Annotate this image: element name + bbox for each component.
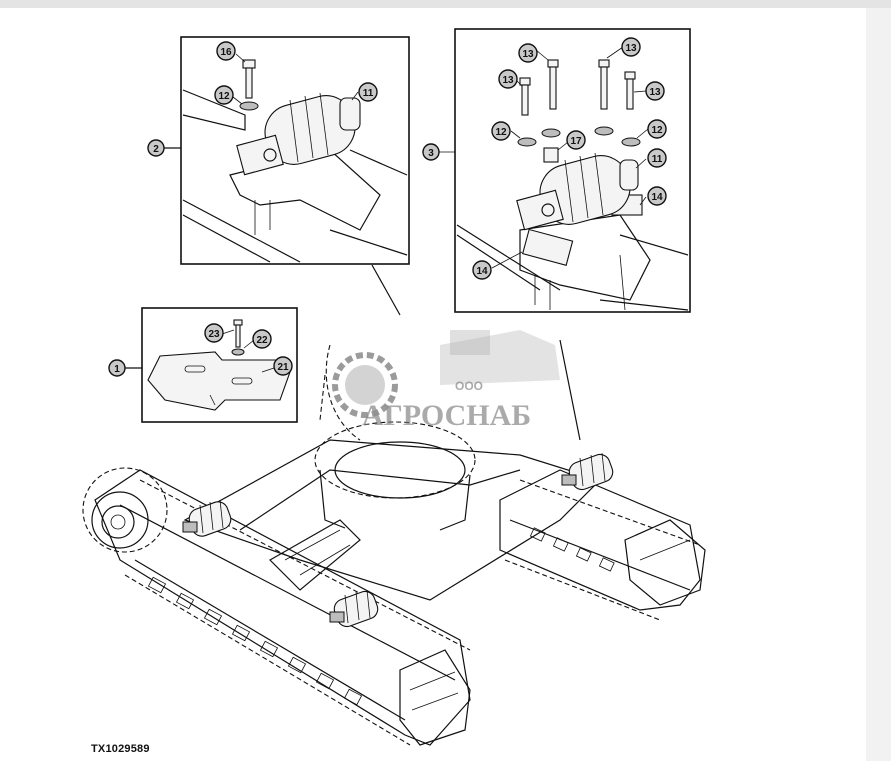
svg-text:ООО: ООО [455, 379, 483, 393]
svg-text:11: 11 [363, 88, 374, 99]
svg-text:16: 16 [220, 47, 232, 58]
svg-text:2: 2 [153, 144, 159, 155]
callout-1: 1 [108, 359, 126, 377]
figure-id-label: TX1029589 [91, 743, 150, 755]
svg-text:12: 12 [495, 127, 507, 138]
svg-text:23: 23 [208, 329, 220, 340]
callout-16: 16 [216, 41, 236, 61]
carrier-roller-left-rear [182, 499, 232, 537]
carrier-roller-right [561, 452, 614, 491]
callout-14-right: 14 [647, 186, 667, 206]
svg-text:13: 13 [625, 43, 637, 54]
callout-13-a: 13 [518, 43, 538, 63]
svg-text:12: 12 [218, 91, 230, 102]
spacer-17 [543, 147, 559, 163]
svg-text:11: 11 [652, 154, 663, 165]
callout-11-inset2: 11 [358, 82, 378, 102]
svg-text:АГРОСНАБ: АГРОСНАБ [362, 399, 531, 432]
front-idler-right [624, 519, 706, 606]
inset-detail-3 [438, 28, 691, 313]
tractor-logo-icon [440, 330, 560, 385]
callout-3: 3 [422, 143, 440, 161]
callout-14-left: 14 [472, 260, 492, 280]
inset-detail-2 [163, 36, 410, 265]
callout-17: 17 [566, 130, 586, 150]
callout-13-c: 13 [498, 69, 518, 89]
top-bar [0, 0, 891, 8]
svg-text:12: 12 [651, 125, 663, 136]
inset3-roller [516, 152, 639, 231]
drive-sprocket [82, 467, 168, 553]
left-frame-slots [147, 576, 363, 706]
svg-text:21: 21 [277, 362, 289, 373]
bolt-16 [242, 59, 256, 99]
callout-11-inset3: 11 [647, 148, 667, 168]
washer-12-inset2 [239, 101, 259, 111]
callout-12-inset3-right: 12 [647, 119, 667, 139]
svg-text:17: 17 [570, 136, 582, 147]
gear-logo-icon [332, 352, 398, 418]
callout-22: 22 [252, 329, 272, 349]
callout-13-b: 13 [621, 37, 641, 57]
front-idler-left [399, 649, 471, 746]
agrosnab-watermark: ООО АГРОСНАБ [332, 330, 560, 432]
callout-21: 21 [273, 356, 293, 376]
svg-text:13: 13 [502, 75, 514, 86]
svg-text:14: 14 [651, 192, 663, 203]
svg-text:13: 13 [649, 87, 661, 98]
bolts-13 [519, 59, 636, 116]
callout-12-inset2: 12 [214, 85, 234, 105]
carrier-roller-left-front [329, 589, 379, 628]
callout-2: 2 [147, 139, 165, 157]
svg-text:13: 13 [522, 49, 534, 60]
callout-12-inset3-left: 12 [491, 121, 511, 141]
svg-text:1: 1 [114, 364, 120, 375]
svg-text:22: 22 [256, 335, 268, 346]
undercarriage-assembly [82, 264, 706, 746]
right-frame-slots [529, 527, 615, 572]
inset2-roller [236, 92, 361, 176]
callout-23: 23 [204, 323, 224, 343]
inset-detail-1 [124, 307, 298, 423]
svg-text:14: 14 [476, 266, 488, 277]
scroll-strip [866, 8, 891, 761]
callout-13-d: 13 [645, 81, 665, 101]
svg-text:3: 3 [428, 148, 434, 159]
